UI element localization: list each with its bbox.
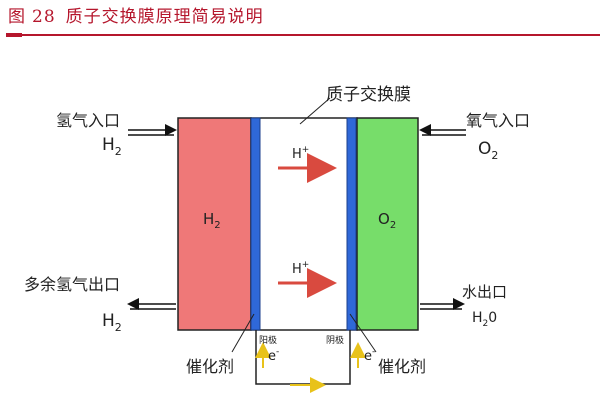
cathode-chamber: [356, 117, 419, 331]
anode-chamber: [177, 117, 252, 331]
cathode-electrode: [346, 117, 357, 331]
oxygen-inlet-formula: O2: [478, 139, 498, 162]
proton-label-top: H+: [292, 145, 309, 162]
catalyst-left-leader: [231, 313, 255, 353]
catalyst-right-label: 催化剂: [378, 357, 426, 376]
water-outlet-formula: H20: [472, 310, 497, 329]
figure-prefix: 图: [8, 7, 26, 27]
anode-chamber-formula: H2: [203, 210, 221, 231]
title-rule-lead: [6, 33, 22, 37]
electron-label-left: e-: [268, 347, 279, 364]
anode-label: 阳极: [259, 334, 277, 346]
excess-hydrogen-label: 多余氢气出口: [24, 275, 120, 294]
title-rule: [6, 34, 600, 36]
cathode-chamber-formula: O2: [378, 210, 396, 231]
anode-electrode: [250, 117, 261, 331]
hydrogen-inlet-formula: H2: [102, 135, 122, 158]
catalyst-right-leader: [349, 313, 377, 353]
excess-hydrogen-formula: H2: [102, 311, 122, 334]
catalyst-left-label: 催化剂: [186, 357, 234, 376]
hydrogen-inlet-label: 氢气入口: [56, 111, 120, 130]
membrane-label: 质子交换膜: [326, 85, 411, 105]
membrane-leader: [299, 97, 331, 125]
water-outlet-label: 水出口: [462, 283, 507, 301]
oxygen-inlet-label: 氧气入口: [466, 111, 530, 130]
figure-title-text: 质子交换膜原理简易说明: [65, 7, 264, 27]
figure-title: 图 28 质子交换膜原理简易说明: [8, 2, 264, 27]
electron-label-right: e-: [364, 347, 375, 364]
proton-label-bottom: H+: [292, 260, 309, 277]
cathode-label: 阴极: [326, 334, 344, 346]
figure-number: 28: [32, 7, 56, 27]
